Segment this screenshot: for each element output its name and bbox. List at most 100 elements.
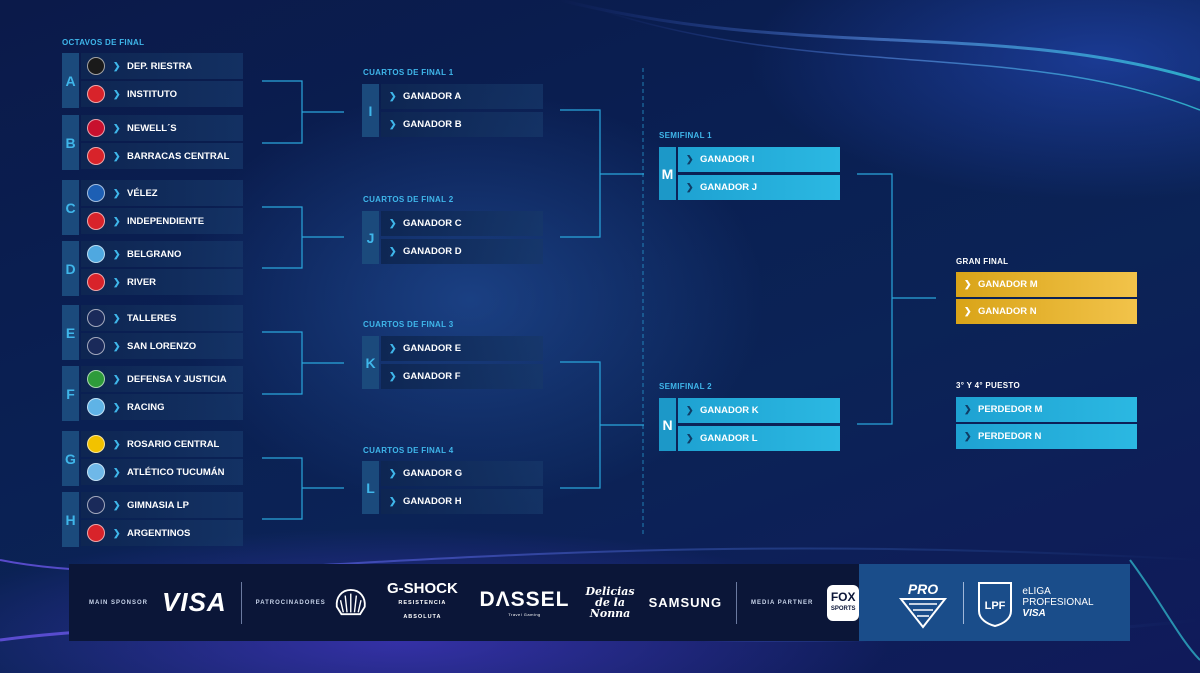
chevron-right-icon: ❯ <box>113 60 121 71</box>
sponsor-divider <box>736 581 737 624</box>
sponsor-divider <box>240 581 242 624</box>
team-row: ❯ GANADOR H <box>381 489 543 514</box>
chevron-right-icon: ❯ <box>113 312 121 323</box>
team-name: DEFENSA Y JUSTICIA <box>127 373 227 385</box>
team-row: ❯ ARGENTINOS <box>81 520 243 546</box>
team-crest-icon <box>87 309 105 327</box>
team-row: ❯ TALLERES <box>81 305 243 331</box>
team-crest-icon <box>87 147 105 165</box>
team-row: ❯ GANADOR K <box>678 398 840 423</box>
gshock-text: G-SHOCK <box>386 579 458 597</box>
team-name: BELGRANO <box>127 248 182 260</box>
team-row: ❯ ATLÉTICO TUCUMÁN <box>81 459 243 485</box>
chevron-right-icon: ❯ <box>113 122 121 133</box>
team-crest-icon <box>87 337 105 355</box>
team-crest-icon <box>87 370 105 388</box>
team-row: ❯ BELGRANO <box>81 241 243 267</box>
team-row: ❯ GANADOR G <box>381 461 543 486</box>
chevron-right-icon: ❯ <box>113 187 121 198</box>
team-row: ❯ DEFENSA Y JUSTICIA <box>81 366 243 392</box>
eliga-line3: VISA <box>1022 608 1046 619</box>
team-row: ❯ GANADOR F <box>381 364 543 389</box>
team-row: ❯ RIVER <box>81 269 243 295</box>
league-divider <box>963 581 965 624</box>
patrocinadores-label: PATROCINADORES <box>255 599 326 606</box>
league-logo-bar: PRO LPF eLIGA PROFESIONAL VISA <box>859 564 1130 641</box>
match-letter: J <box>362 211 379 264</box>
match-letter: E <box>62 305 79 360</box>
match-octavos-g: G ❯ ROSARIO CENTRAL ❯ ATLÉTICO TUCUMÁN <box>62 431 243 486</box>
chevron-right-icon: ❯ <box>389 91 397 101</box>
chevron-right-icon: ❯ <box>964 404 972 414</box>
main-sponsor-label: MAIN SPONSOR <box>89 599 149 606</box>
team-row: ❯ VÉLEZ <box>81 180 243 206</box>
match-letter: C <box>62 180 79 235</box>
eliga-logo: eLIGA PROFESIONAL VISA <box>1022 586 1093 619</box>
team-name: GANADOR B <box>403 119 462 130</box>
media-partner-label: MEDIA PARTNER <box>751 599 814 606</box>
chevron-right-icon: ❯ <box>389 496 397 506</box>
team-name: ARGENTINOS <box>127 527 191 539</box>
dassel-logo: DΛSSEL Travel Gaming <box>479 588 569 617</box>
team-row: ❯ GANADOR B <box>381 112 543 137</box>
chevron-right-icon: ❯ <box>113 88 121 99</box>
team-row: ❯ RACING <box>81 394 243 420</box>
sponsor-bar: MAIN SPONSOR VISA PATROCINADORES G-SHOCK… <box>69 564 860 641</box>
team-row: ❯ GANADOR D <box>381 239 543 264</box>
team-name: GANADOR N <box>978 306 1037 317</box>
chevron-right-icon: ❯ <box>113 215 121 226</box>
chevron-right-icon: ❯ <box>389 343 397 353</box>
match-octavos-d: D ❯ BELGRANO ❯ RIVER <box>62 241 243 296</box>
team-name: GANADOR H <box>403 496 462 507</box>
match-letter: F <box>62 366 79 421</box>
semi1-label: SEMIFINAL 1 <box>659 131 712 140</box>
team-row: ❯ INSTITUTO <box>81 81 243 107</box>
nonna-logo: Delicias de la Nonna <box>585 585 635 620</box>
team-name: RIVER <box>127 276 157 288</box>
team-name: SAN LORENZO <box>127 340 197 352</box>
chevron-right-icon: ❯ <box>389 371 397 381</box>
team-name: NEWELL´S <box>127 122 177 134</box>
team-row: ❯ GANADOR N <box>956 299 1137 324</box>
chevron-right-icon: ❯ <box>389 218 397 228</box>
team-name: GANADOR J <box>700 182 758 193</box>
octavos-label: OCTAVOS DE FINAL <box>62 38 145 47</box>
team-name: GANADOR A <box>403 91 462 102</box>
team-row: ❯ NEWELL´S <box>81 115 243 141</box>
team-crest-icon <box>87 119 105 137</box>
shell-logo-icon <box>335 588 366 615</box>
team-name: PERDEDOR M <box>978 404 1043 415</box>
team-name: GANADOR L <box>700 433 758 444</box>
team-row: ❯ BARRACAS CENTRAL <box>81 143 243 169</box>
chevron-right-icon: ❯ <box>113 466 121 477</box>
team-crest-icon <box>87 398 105 416</box>
team-name: ROSARIO CENTRAL <box>127 438 220 450</box>
team-crest-icon <box>87 212 105 230</box>
cuartos2-label: CUARTOS DE FINAL 2 <box>363 195 454 204</box>
cuartos1-label: CUARTOS DE FINAL 1 <box>363 68 454 77</box>
gshock-logo: G-SHOCK RESISTENCIA ABSOLUTA <box>381 579 463 624</box>
team-row: ❯ GANADOR I <box>678 147 840 172</box>
team-crest-icon <box>87 245 105 263</box>
match-letter: N <box>659 398 676 451</box>
chevron-right-icon: ❯ <box>113 150 121 161</box>
team-name: GANADOR K <box>700 405 759 416</box>
third-place-label: 3° Y 4° PUESTO <box>956 381 1020 390</box>
chevron-right-icon: ❯ <box>964 306 972 316</box>
team-crest-icon <box>87 463 105 481</box>
chevron-right-icon: ❯ <box>389 246 397 256</box>
team-name: VÉLEZ <box>127 187 158 199</box>
pro-logo-icon: PRO <box>899 581 948 629</box>
chevron-right-icon: ❯ <box>113 340 121 351</box>
fox-sports-logo: FOX SPORTS <box>827 584 860 621</box>
match-cuartos-i: I ❯ GANADOR A ❯ GANADOR B <box>362 84 543 137</box>
team-row: ❯ SAN LORENZO <box>81 333 243 359</box>
chevron-right-icon: ❯ <box>113 499 121 510</box>
match-cuartos-l: L ❯ GANADOR G ❯ GANADOR H <box>362 461 543 514</box>
match-octavos-e: E ❯ TALLERES ❯ SAN LORENZO <box>62 305 243 360</box>
match-letter: A <box>62 53 79 108</box>
team-name: DEP. RIESTRA <box>127 60 193 72</box>
team-name: GANADOR D <box>403 246 462 257</box>
chevron-right-icon: ❯ <box>113 248 121 259</box>
chevron-right-icon: ❯ <box>113 276 121 287</box>
